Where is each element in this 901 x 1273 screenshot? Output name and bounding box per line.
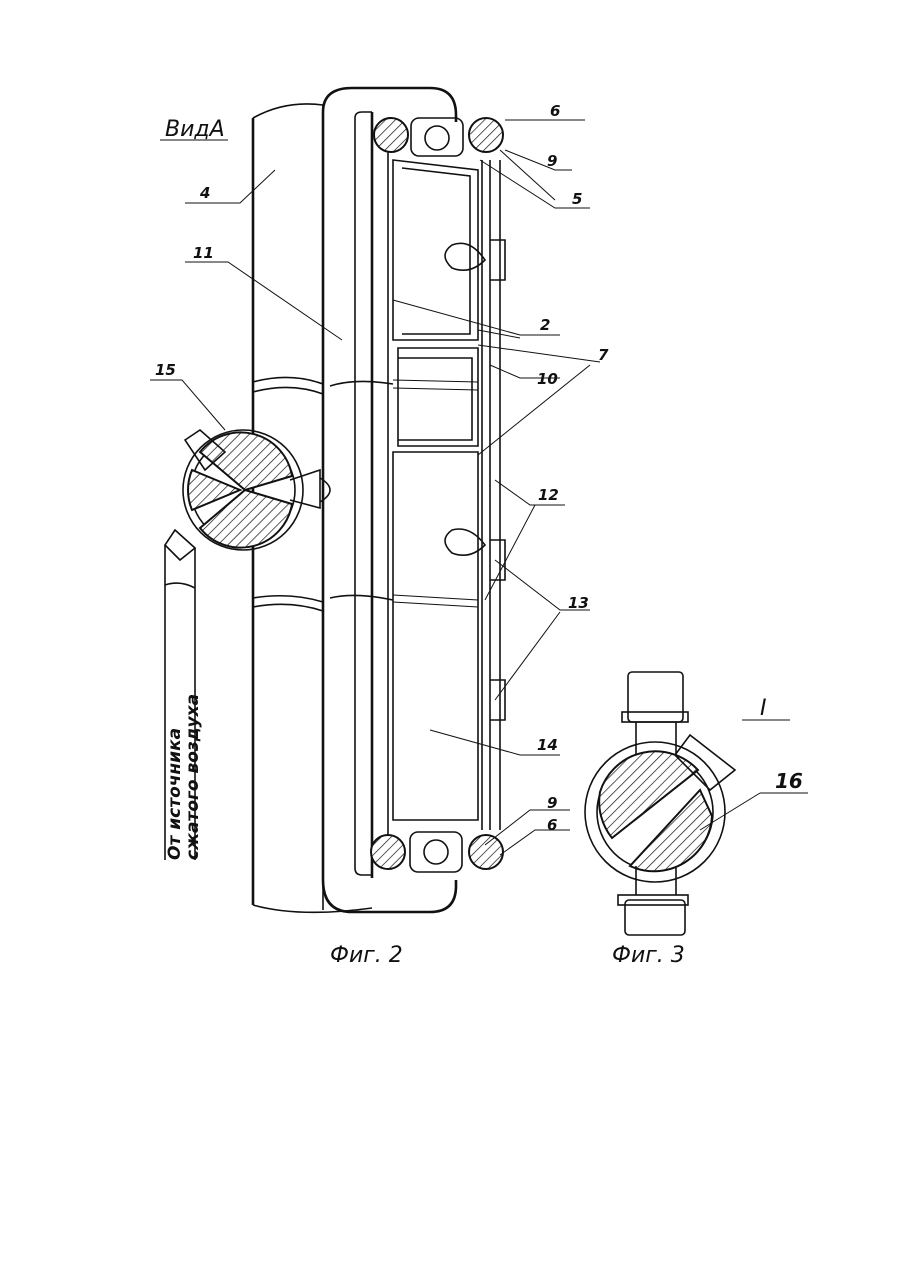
callout-10: 10 (537, 370, 558, 388)
callout-9-bottom: 9 (547, 794, 557, 812)
rollers-bottom (371, 832, 503, 872)
rollers-top (374, 118, 503, 156)
callout-12: 12 (538, 486, 559, 504)
callout-14: 14 (537, 736, 558, 754)
detail-mark: I (760, 696, 767, 721)
callout-13: 13 (568, 594, 589, 612)
callout-16: 16 (775, 769, 803, 793)
callout-15: 15 (155, 361, 176, 379)
fig3-caption: Фиг. 3 (612, 943, 685, 968)
fig2-caption: Фиг. 2 (330, 943, 403, 968)
source-label-line1: От источника (165, 728, 185, 860)
callout-6-bottom: 6 (547, 816, 557, 834)
outer-housing (323, 88, 456, 912)
panel-frame (393, 160, 478, 820)
fig2-drawing (150, 88, 600, 912)
callout-7: 7 (598, 346, 609, 364)
view-title: ВидА (165, 117, 225, 142)
clips (445, 243, 485, 555)
fig3-drawing (585, 672, 808, 935)
channel-11 (355, 112, 372, 875)
callout-6-top: 6 (550, 102, 560, 120)
callout-4: 4 (199, 184, 210, 202)
callout-11: 11 (193, 244, 214, 262)
source-label-line2: сжатого воздуха (183, 694, 203, 860)
callout-2: 2 (540, 316, 550, 334)
callout-9-top: 9 (547, 152, 557, 170)
callout-5: 5 (572, 190, 582, 208)
